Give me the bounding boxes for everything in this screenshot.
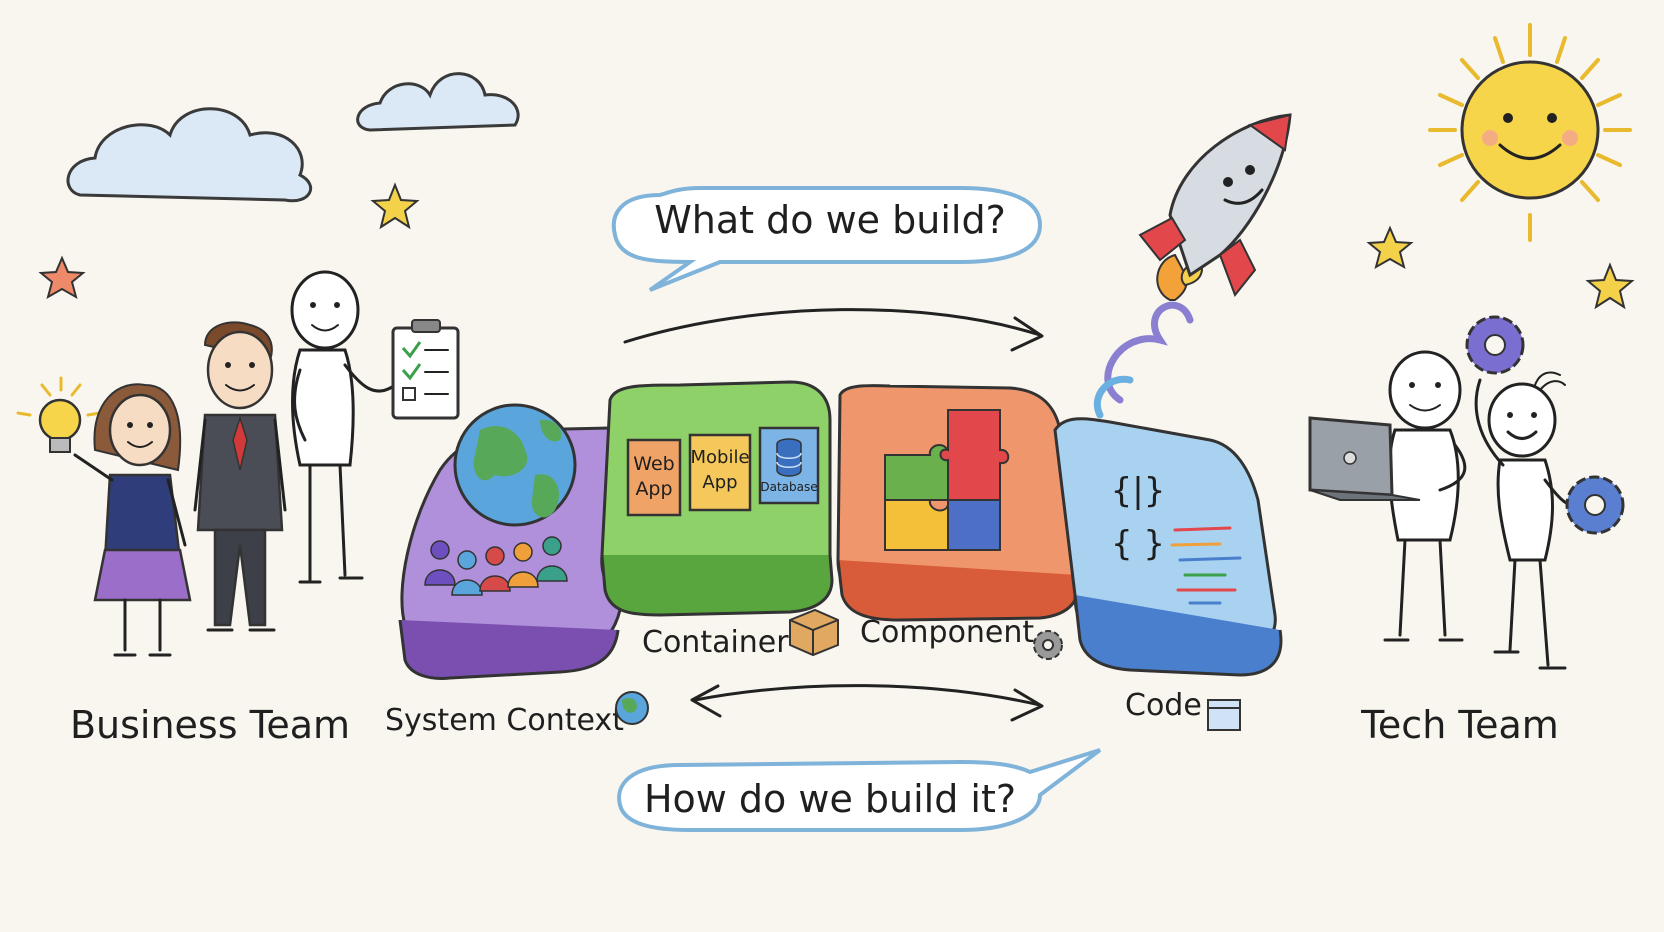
- business-man-figure: [193, 321, 287, 632]
- database-box: Database: [758, 426, 820, 505]
- star-icon: [1366, 225, 1414, 270]
- gear-icon: [1565, 475, 1625, 535]
- svg-text:Component: Component: [860, 615, 1034, 650]
- code-window-icon: [1207, 699, 1241, 731]
- rocket-icon: [1093, 113, 1292, 419]
- svg-text:Code: Code: [1125, 688, 1202, 723]
- level-platform-code: {|} { }: [1053, 417, 1283, 677]
- code-brackets-text: {|}: [1111, 471, 1166, 511]
- database-icon: [776, 438, 802, 477]
- level-label-container: Container: [642, 608, 839, 660]
- svg-text:Container: Container: [642, 625, 789, 660]
- svg-text:Web: Web: [633, 453, 674, 475]
- business-team-label: Business Team: [70, 703, 350, 747]
- bubble-how-text: How do we build it?: [644, 777, 1016, 821]
- tech-team-label: Tech Team: [1360, 703, 1559, 747]
- sun-icon: [1428, 23, 1632, 242]
- svg-text:App: App: [702, 472, 737, 493]
- level-platform-component: [836, 384, 1081, 622]
- speech-bubble-how: How do we build it?: [617, 748, 1102, 832]
- user-group-icon: [424, 536, 568, 596]
- box-icon: [789, 608, 839, 657]
- bubble-what-text: What do we build?: [654, 198, 1006, 242]
- level-platform-system-context: [398, 403, 634, 680]
- svg-text:App: App: [635, 478, 672, 500]
- code-braces-text: { }: [1111, 524, 1165, 564]
- gear-icon: [1465, 315, 1525, 375]
- code-lines-icon: [1170, 526, 1242, 605]
- business-stick-figure: [290, 270, 460, 584]
- star-icon: [1585, 262, 1635, 310]
- globe-icon: [453, 403, 577, 527]
- globe-icon: [615, 691, 649, 725]
- puzzle-icon: [884, 409, 1010, 551]
- speech-bubble-what: What do we build?: [611, 186, 1043, 292]
- clipboard-checklist-icon: [391, 319, 460, 420]
- tech-figure-laptop: [1308, 350, 1467, 642]
- arrow-bidirectional: [690, 684, 1044, 722]
- svg-text:Database: Database: [760, 480, 817, 494]
- web-app-box: Web App: [626, 438, 682, 517]
- level-label-system-context: System Context: [385, 691, 649, 738]
- svg-text:System Context: System Context: [385, 703, 624, 738]
- arrow-right: [623, 308, 1044, 352]
- tech-figure-gears: [1465, 315, 1625, 670]
- level-label-component: Component: [860, 615, 1063, 660]
- cloud-left: [66, 107, 313, 203]
- lightbulb-icon: [16, 376, 102, 453]
- star-icon: [370, 182, 420, 230]
- gear-icon: [1033, 630, 1063, 660]
- mobile-app-box: Mobile App: [688, 433, 752, 512]
- level-label-code: Code: [1125, 688, 1241, 731]
- business-woman-figure: [16, 376, 192, 657]
- cloud-right: [356, 72, 520, 132]
- star-icon: [38, 255, 86, 300]
- laptop-icon: [1308, 416, 1421, 501]
- svg-text:Mobile: Mobile: [690, 447, 749, 468]
- level-platform-container: Web App Mobile App Database: [600, 380, 834, 617]
